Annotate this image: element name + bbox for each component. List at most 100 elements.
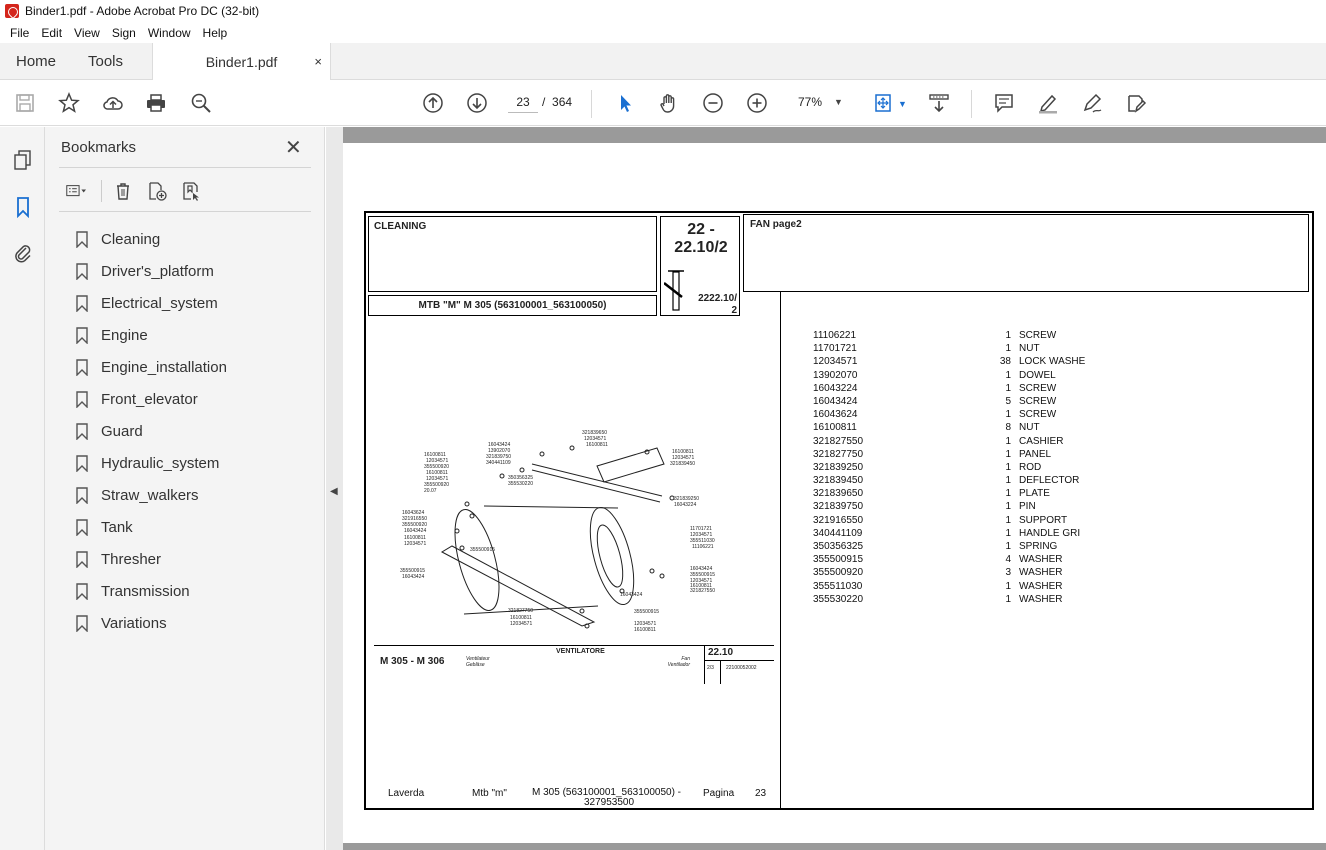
bookmark-item-variations[interactable]: Variations [75,607,227,639]
menu-sign[interactable]: Sign [111,25,136,40]
navigation-rail [0,127,45,850]
attachment-paperclip-icon[interactable] [10,240,36,266]
tab-document-label: Binder1.pdf [205,54,278,70]
delete-bookmark-icon[interactable] [110,178,136,204]
part-qty: 1 [1005,369,1011,381]
star-icon[interactable] [56,90,82,116]
svg-text:340441109: 340441109 [486,460,511,466]
svg-text:12034571: 12034571 [510,621,532,627]
scrolling-mode-icon[interactable] [926,90,952,116]
bookmark-item-front-elevator[interactable]: Front_elevator [75,383,227,415]
tab-tools[interactable]: Tools [88,53,124,70]
bookmark-icon [76,230,88,248]
menu-edit[interactable]: Edit [41,25,63,40]
tab-home[interactable]: Home [16,53,57,70]
svg-text:12034571: 12034571 [426,458,448,464]
group-title: FAN page2 [743,214,1309,292]
part-desc: NUT [1019,343,1040,355]
menu-help[interactable]: Help [202,25,228,40]
bookmark-item-electrical-system[interactable]: Electrical_system [75,287,227,319]
bookmark-label: Straw_walkers [101,486,199,504]
bookmark-item-straw-walkers[interactable]: Straw_walkers [75,479,227,511]
part-number: 321839250 [813,461,864,473]
save-icon[interactable] [12,90,38,116]
bookmark-icon [76,614,88,632]
section-subcode: 2222.10/2 [697,293,737,317]
bookmark-item-transmission[interactable]: Transmission [75,575,227,607]
part-desc: LOCK WASHE [1019,356,1086,368]
bookmark-item-tank[interactable]: Tank [75,511,227,543]
previous-page-icon[interactable] [420,90,446,116]
page-thumbnails-icon[interactable] [10,147,36,173]
tab-bar: Home Tools Binder1.pdf × [0,43,1326,81]
collapse-panel-chevron-left-icon[interactable]: ◀ [330,486,338,497]
select-pointer-icon[interactable] [612,90,638,116]
draw-pen-icon[interactable] [1079,90,1105,116]
part-number: 321827550 [813,435,864,447]
hand-tool-icon[interactable] [656,90,682,116]
bookmark-item-hydraulic-system[interactable]: Hydraulic_system [75,447,227,479]
divider [704,646,705,684]
bookmark-item-drivers-platform[interactable]: Driver's_platform [75,255,227,287]
menu-window[interactable]: Window [147,25,191,40]
highlight-pen-icon[interactable] [1035,90,1061,116]
part-desc: PIN [1019,501,1036,513]
next-page-icon[interactable] [464,90,490,116]
zoom-dropdown[interactable]: 77% ▼ [790,91,850,113]
page-number-input[interactable]: 23 [508,91,538,113]
divider [59,167,311,168]
fill-sign-icon[interactable] [1123,90,1149,116]
comment-icon[interactable] [991,90,1017,116]
total-pages: 364 [552,95,573,109]
footer-page-number: 23 [755,788,767,799]
bookmark-icon [76,422,88,440]
new-bookmark-icon[interactable] [144,178,170,204]
zoom-in-icon[interactable] [744,90,770,116]
part-desc: CASHIER [1019,435,1064,447]
svg-text:12034571: 12034571 [690,532,712,538]
bookmark-item-engine[interactable]: Engine [75,319,227,351]
bookmark-options-icon[interactable] [59,178,93,204]
tab-document[interactable]: Binder1.pdf × [152,43,331,81]
fit-page-chevron-down-icon[interactable]: ▼ [898,99,907,109]
part-number: 350356325 [813,541,864,552]
part-qty: 1 [1005,330,1011,341]
svg-text:12034571: 12034571 [426,476,448,482]
svg-text:321839250: 321839250 [674,496,699,502]
zoom-out-icon[interactable] [700,90,726,116]
menu-view[interactable]: View [74,25,100,40]
menu-file[interactable]: File [10,25,30,40]
part-desc: SPRING [1019,541,1058,552]
bookmark-item-guard[interactable]: Guard [75,415,227,447]
bookmark-item-cleaning[interactable]: Cleaning [75,223,227,255]
svg-text:16100811: 16100811 [634,627,656,633]
bookmark-item-engine-installation[interactable]: Engine_installation [75,351,227,383]
new-bookmark-from-structure-icon[interactable] [178,178,204,204]
close-tab-icon[interactable]: × [314,54,322,69]
menu-bar: File Edit View Sign Window Help [0,22,1326,43]
section-subcode-line: 2 [731,305,737,316]
part-qty: 1 [1005,501,1011,513]
upload-cloud-icon[interactable] [100,90,126,116]
toolbar-divider [591,90,592,118]
bookmark-label: Electrical_system [101,294,218,312]
bookmark-item-thresher[interactable]: Thresher [75,543,227,575]
bookmark-panel-icon[interactable] [10,194,36,220]
bookmark-icon [76,486,88,504]
print-icon[interactable] [143,90,169,116]
zoom-search-icon[interactable] [188,90,214,116]
svg-text:16100811: 16100811 [426,470,448,476]
section-code: 22 -22.10/2 [661,221,741,257]
close-panel-icon[interactable]: ✕ [285,137,302,159]
bookmark-icon [76,390,88,408]
fit-page-icon[interactable] [870,90,896,116]
part-number: 355500915 [813,554,864,566]
part-qty: 38 [999,356,1011,368]
part-number: 16100811 [813,422,857,434]
